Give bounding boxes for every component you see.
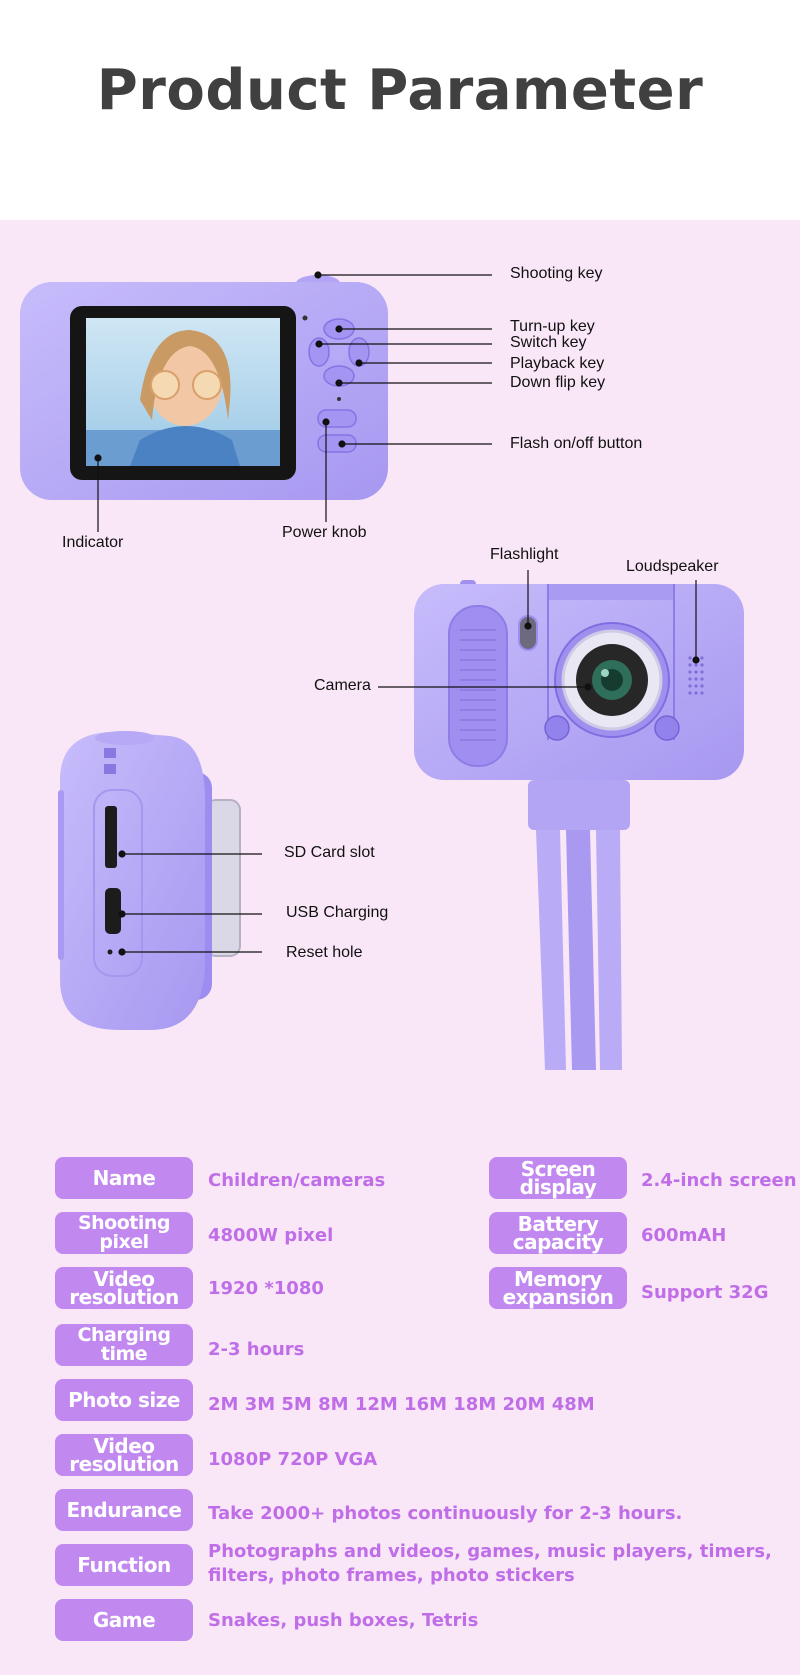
spec-value-endurance: Take 2000+ photos continuously for 2-3 h… <box>208 1503 683 1524</box>
spec-label-endurance: Endurance <box>55 1489 193 1531</box>
camera-back-view <box>20 275 388 500</box>
usb-port-opening <box>105 888 121 934</box>
spec-value-battery: 600mAH <box>641 1225 727 1246</box>
label-down-flip-key: Down flip key <box>510 374 606 391</box>
indicator-light <box>302 315 308 321</box>
label-loudspeaker: Loudspeaker <box>626 558 719 575</box>
spec-label-video-resolution: Video resolution <box>55 1267 193 1309</box>
spec-label-function: Function <box>55 1544 193 1586</box>
label-camera: Camera <box>314 677 371 694</box>
label-flashlight: Flashlight <box>490 546 559 563</box>
label-usb-charging: USB Charging <box>286 904 389 921</box>
label-sd-card-slot: SD Card slot <box>284 844 375 861</box>
spec-value-name: Children/cameras <box>208 1170 386 1191</box>
front-view-leaders <box>378 570 700 691</box>
label-reset-hole: Reset hole <box>286 944 363 961</box>
spec-value-charging: 2-3 hours <box>208 1339 305 1360</box>
spec-value-pixel: 4800W pixel <box>208 1225 334 1246</box>
spec-value-memory: Support 32G <box>641 1282 769 1303</box>
spec-value-photo-size: 2M 3M 5M 8M 12M 16M 18M 20M 48M <box>208 1394 595 1415</box>
label-playback-key: Playback key <box>510 355 605 372</box>
spec-value-video-resolution-2: 1080P 720P VGA <box>208 1449 378 1470</box>
spec-value-game: Snakes, push boxes, Tetris <box>208 1610 479 1631</box>
side-view-leaders <box>118 850 262 956</box>
spec-label-game: Game <box>55 1599 193 1641</box>
label-shooting-key: Shooting key <box>510 265 603 282</box>
camera-front-view <box>414 580 744 1070</box>
label-indicator: Indicator <box>62 534 124 551</box>
camera-illustration <box>20 271 744 1070</box>
reset-hole-opening <box>107 949 113 955</box>
camera-side-view <box>58 731 241 1030</box>
spec-value-function: Photographs and videos, games, music pla… <box>208 1541 772 1586</box>
spec-label-pixel: Shooting pixel <box>55 1212 193 1254</box>
spec-value-screen: 2.4-inch screen <box>641 1170 797 1191</box>
spec-label-video-resolution-2: Video resolution <box>55 1434 193 1476</box>
spec-value-video-resolution: 1920 *1080 <box>208 1278 324 1299</box>
sd-card-slot-opening <box>105 806 117 868</box>
spec-label-battery: Battery capacity <box>489 1212 627 1254</box>
d-pad <box>308 318 370 387</box>
label-turn-up-key: Turn-up key <box>510 318 595 335</box>
spec-label-photo-size: Photo size <box>55 1379 193 1421</box>
spec-label-name: Name <box>55 1157 193 1199</box>
back-view-leaders <box>94 271 492 532</box>
header: Product Parameter <box>0 0 800 220</box>
spec-label-charging: Charging time <box>55 1324 193 1366</box>
spec-label-screen: Screen display <box>489 1157 627 1199</box>
page-title: Product Parameter <box>96 58 704 123</box>
label-power-knob: Power knob <box>282 524 367 541</box>
label-flash-button: Flash on/off button <box>510 435 643 452</box>
spec-label-memory: Memory expansion <box>489 1267 627 1309</box>
label-switch-key: Switch key <box>510 334 587 351</box>
